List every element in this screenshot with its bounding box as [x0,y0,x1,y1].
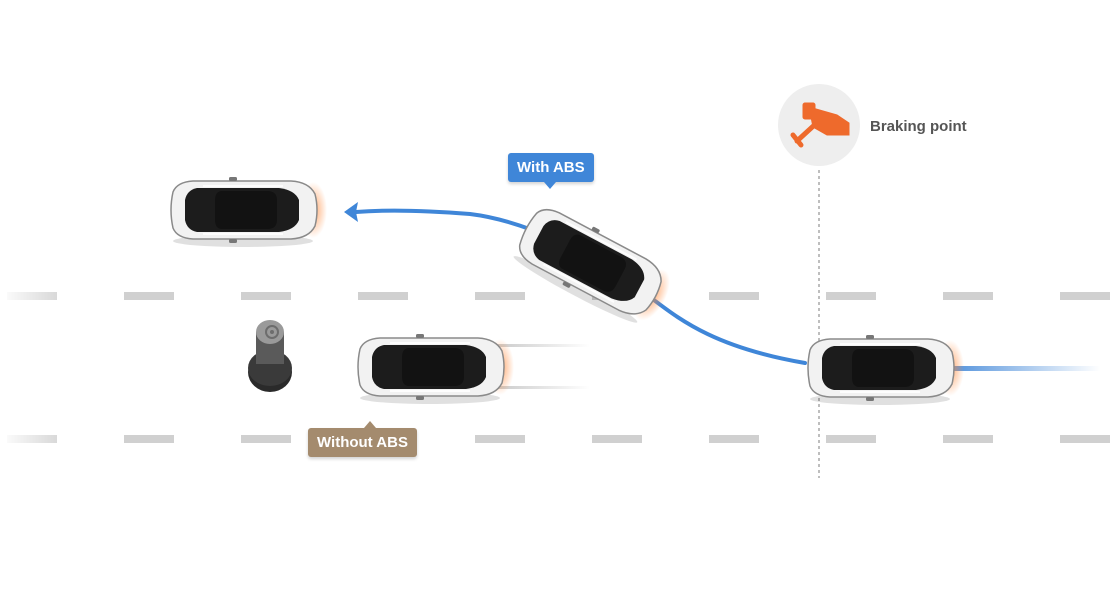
abs-path-arrow [344,202,358,222]
upper-lane-line [7,292,1110,300]
lane-dash [241,435,291,443]
lower-lane-line [7,435,1110,443]
foot-on-brake-pedal-icon [778,84,860,166]
lane-dash [592,435,642,443]
lane-dash [475,435,525,443]
lane-dash [124,435,174,443]
car-with-abs-swerving [508,198,672,331]
lane-dash [826,435,876,443]
car-with-abs-final [170,176,327,248]
lane-dash [826,292,876,300]
lane-dash [1060,435,1110,443]
lane-dash [709,435,759,443]
approach-trail [950,366,1100,371]
car-without-abs [357,333,514,405]
lane-dash [475,292,525,300]
lane-dash [709,292,759,300]
without-abs-label: Without ABS [308,421,417,457]
lane-dash [124,292,174,300]
lane-dash [241,292,291,300]
lane-dash [358,292,408,300]
braking-point-label: Braking point [870,118,967,135]
car-braking-point [807,334,964,406]
lane-dash [1060,292,1110,300]
lane-dash [943,292,993,300]
manhole-obstacle-icon [248,320,292,392]
skid-marks [480,344,590,389]
lane-dash [943,435,993,443]
with-abs-label: With ABS [508,153,594,189]
